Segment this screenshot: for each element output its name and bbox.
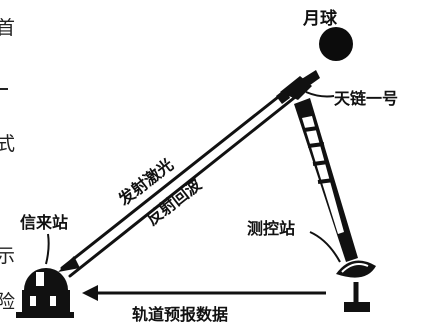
- satellite-label-pointer: [305, 91, 335, 98]
- side-text-3: 示: [0, 245, 15, 267]
- side-text-fragment: [0, 88, 8, 90]
- right-station-pointer: [309, 231, 341, 263]
- moon: [319, 27, 353, 61]
- right-station-label: 测控站: [247, 219, 295, 238]
- left-station-observatory: [16, 268, 74, 318]
- orbit-data-arrow: [82, 285, 326, 301]
- right-station-dish: [336, 260, 376, 312]
- side-text-4: 险: [0, 291, 15, 313]
- orbit-data-label: 轨道预报数据: [132, 305, 228, 324]
- side-text-1: 首: [0, 17, 15, 39]
- side-text-2: 式: [0, 133, 15, 155]
- satellite-label: 天链一号: [334, 89, 398, 108]
- left-station-pointer: [45, 233, 50, 265]
- laser-beam: [60, 88, 296, 278]
- moon-label: 月球: [302, 9, 338, 29]
- return-cone: [294, 98, 358, 262]
- laser-arrowhead: [58, 256, 80, 272]
- satellite: [276, 70, 320, 104]
- left-station-label: 信来站: [20, 213, 68, 232]
